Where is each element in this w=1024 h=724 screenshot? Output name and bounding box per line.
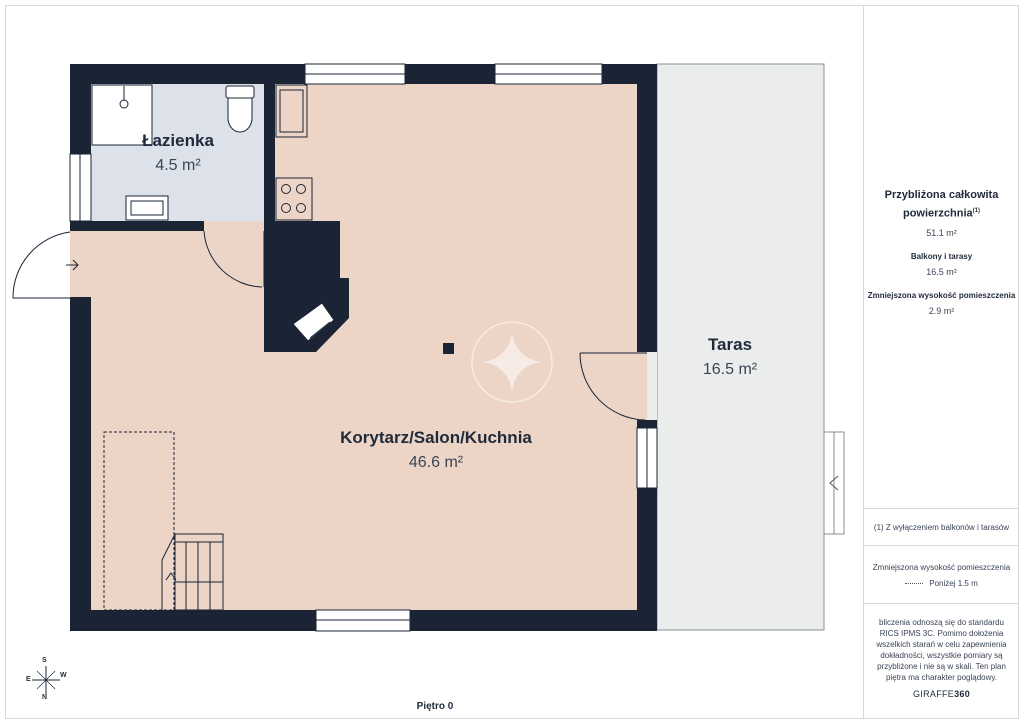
- legend-title: Zmniejszona wysokość pomieszczenia: [872, 563, 1011, 572]
- terrace-area-value: 16.5 m²: [703, 361, 758, 378]
- entrance-arrow-icon: [66, 259, 79, 271]
- balconies-value: 16.5 m²: [926, 266, 957, 277]
- stairs: [161, 533, 224, 611]
- legend-item: Poniżej 1.5 m: [864, 578, 1019, 589]
- living-room-name: Korytarz/Salon/Kuchnia: [340, 428, 532, 447]
- washbasin-icon: [125, 195, 169, 221]
- separator: [864, 508, 1019, 509]
- brand-logo: GIRAFFE360: [912, 689, 971, 699]
- reduced-height-label: Zmniejszona wysokość pomieszczenia: [867, 290, 1016, 300]
- total-area-title: Przybliżona całkowita powierzchnia(1): [884, 189, 999, 220]
- bathroom-name: Łazienka: [142, 131, 214, 150]
- terrace-door: [579, 352, 646, 421]
- compass-s: S: [42, 657, 47, 664]
- footnote: (1) Z wyłączeniem balkonów i tarasów: [873, 523, 1010, 532]
- dotted-line-icon: [905, 583, 924, 585]
- terrace-name: Taras: [708, 335, 752, 354]
- page-frame: [5, 5, 1019, 719]
- side-panel-divider: [863, 5, 864, 719]
- separator: [864, 545, 1019, 546]
- kitchen-sink-icon: [275, 84, 308, 138]
- compass-n: N: [42, 694, 48, 701]
- entrance-opening: [70, 231, 91, 297]
- reduced-height-area: [103, 431, 175, 611]
- cooktop-icon: [275, 177, 313, 221]
- bathroom-door: [203, 230, 263, 288]
- living-room-area: 46.6 m²: [409, 454, 464, 471]
- separator: [864, 603, 1019, 604]
- shower-icon: [91, 84, 153, 146]
- watermark-logo-icon: [471, 321, 553, 403]
- compass-rose-icon: [32, 666, 60, 696]
- area-summary: Przybliżona całkowita powierzchnia(1) 51…: [864, 187, 1019, 316]
- floor-label: Piętro 0: [416, 701, 454, 712]
- total-area-value: 51.1 m²: [926, 227, 957, 238]
- bathroom-area: 4.5 m²: [155, 157, 201, 174]
- balconies-label: Balkony i tarasy: [910, 251, 973, 261]
- compass-w: W: [60, 672, 67, 679]
- reduced-height-value: 2.9 m²: [928, 305, 955, 316]
- disclaimer: bliczenia odnoszą się do standardu RICS …: [876, 618, 1007, 682]
- compass-e: E: [26, 676, 31, 683]
- floor-plan: Łazienka 4.5 m² Korytarz/Salon/Kuchnia 4…: [12, 63, 845, 632]
- compass: S N E W: [24, 656, 74, 706]
- entrance-door: [12, 231, 80, 299]
- toilet-icon: [225, 85, 255, 99]
